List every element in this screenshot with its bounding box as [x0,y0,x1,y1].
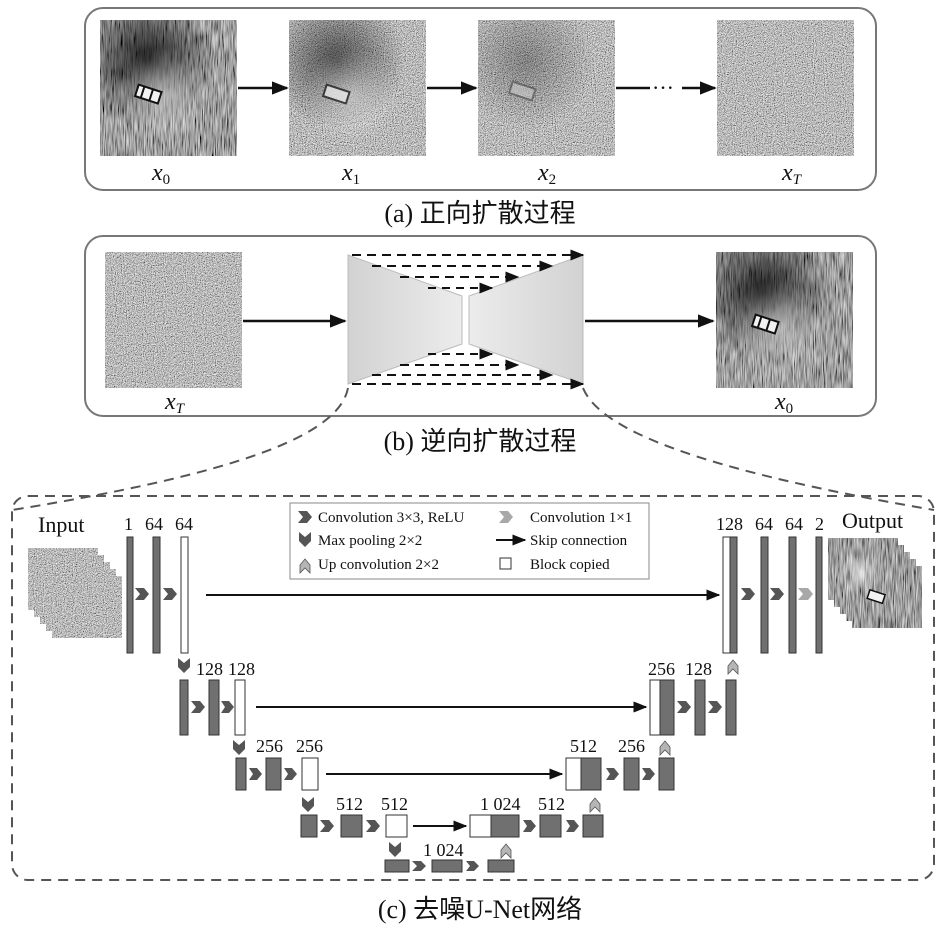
conv-arrow [249,768,262,780]
ch-l1-dec-3: 64 [785,514,803,534]
label-x1: x1 [341,160,360,188]
image-xT-pure-noise [717,20,854,156]
block-l1-2 [152,536,161,654]
ch-l2-enc-2: 128 [228,659,255,679]
image-b-xT-noise [105,252,242,388]
ch-l4-dec-1: 1 024 [480,794,521,814]
block-l1-1 [126,536,134,654]
legend-conv1-label: Convolution 1×1 [530,510,632,526]
legend-upconv-label: Up convolution 2×2 [318,557,439,573]
unet-bottleneck [384,843,515,873]
legend-upconv-icon [299,558,311,574]
zoom-line-left [11,387,349,511]
legend-frame [289,502,650,580]
ch-l1-dec-1: 128 [716,514,743,534]
label-x0: x0 [151,160,170,188]
legend-copied-icon [499,557,512,570]
unet-level1-decoder [722,536,823,675]
legend-skip-label: Skip connection [530,533,628,549]
conv-arrow [366,820,380,832]
upconv-arrow [589,797,601,813]
legend-maxpool-label: Max pooling 2×2 [318,533,422,549]
image-x2-noisy [478,20,615,156]
conv1x1-arrow [798,588,813,600]
conv-arrow [677,701,691,713]
ch-l1-enc-1: 1 [124,514,133,534]
caption-a: (a) 正向扩散过程 [384,199,575,228]
maxpool-arrow [233,740,245,755]
block-l1-3 [180,536,189,654]
caption-c: (c) 去噪U-Net网络 [378,895,582,924]
panel-a-frame [84,7,877,191]
ch-l2-enc-1: 128 [196,659,223,679]
unet-hourglass [347,249,585,390]
ch-l2-dec-1: 256 [648,659,675,679]
legend-conv3-label: Convolution 3×3, ReLU [318,510,465,526]
unet-level2-encoder [179,679,246,755]
ch-l1-dec-2: 64 [755,514,773,534]
output-label: Output [842,508,903,533]
conv-arrow [163,588,177,600]
label-b-xT: xT [164,389,186,417]
ch-l3-dec-2: 256 [618,736,645,756]
label-xT: xT [781,160,803,188]
panel-b-frame [84,235,877,417]
image-x0-clean [100,20,237,156]
maxpool-arrow [389,842,401,857]
conv-arrow [606,768,619,780]
ch-l1-enc-2: 64 [145,514,163,534]
ch-l4-enc-2: 512 [381,794,408,814]
maxpool-arrow [302,797,314,812]
conv-arrow [412,861,426,871]
legend-maxpool-icon [299,532,311,547]
legend: Convolution 3×3, ReLU Convolution 1×1 Ma… [289,502,650,580]
conv-arrow [523,820,536,832]
conv-arrow [135,588,149,600]
ch-l1-enc-3: 64 [175,514,193,534]
conv-arrow [320,820,334,832]
conv-arrow [566,820,579,832]
conv-arrow [191,701,205,713]
ch-l3-dec-1: 512 [570,736,597,756]
upconv-arrow [500,843,512,859]
input-image-stack [27,547,123,639]
unet-level4-decoder [469,814,604,838]
conv-arrow [642,768,655,780]
output-image-stack [827,537,923,629]
legend-conv1-icon [499,511,513,523]
panel-c-frame [11,495,935,881]
ch-bottleneck: 1 024 [423,840,464,860]
ch-l4-enc-1: 512 [336,794,363,814]
legend-conv3-icon [298,511,312,523]
unet-level1-encoder [126,536,190,673]
conv-arrow [466,861,479,871]
ch-l1-dec-4: 2 [815,514,824,534]
upconv-arrow [727,659,739,675]
ch-l3-enc-2: 256 [296,736,323,756]
maxpool-arrow [178,658,190,673]
ch-l2-dec-2: 128 [685,659,712,679]
unet-level4-encoder [300,814,408,857]
unet-level3-encoder [235,757,319,812]
legend-copied-label: Block copied [530,557,610,573]
zoom-line-right [582,387,935,511]
label-x2: x2 [537,160,556,188]
image-x1-slightly-noisy [289,20,426,156]
conv-arrow [221,701,234,713]
label-b-x0: x0 [774,389,793,417]
ch-l3-enc-1: 256 [256,736,283,756]
ch-l4-dec-2: 512 [538,794,565,814]
unet-level2-decoder [649,679,737,756]
input-label: Input [38,512,84,537]
ellipsis: ··· [652,75,674,100]
image-b-x0-denoised [716,252,853,388]
caption-b: (b) 逆向扩散过程 [384,427,577,456]
conv-arrow [284,768,297,780]
conv-arrow [741,588,755,600]
upconv-arrow [659,740,671,756]
conv-arrow [708,701,722,713]
conv-arrow [770,588,784,600]
unet-level3-decoder [565,757,675,813]
